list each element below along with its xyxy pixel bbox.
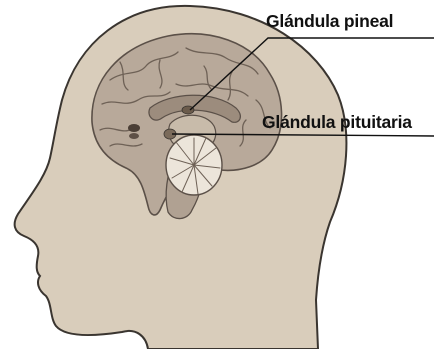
cerebellum xyxy=(166,135,222,195)
optic-region xyxy=(128,124,140,132)
pituitary-gland-label: Glándula pituitaria xyxy=(262,112,412,133)
pineal-gland-label: Glándula pineal xyxy=(266,11,393,32)
optic-region-2 xyxy=(129,133,139,139)
